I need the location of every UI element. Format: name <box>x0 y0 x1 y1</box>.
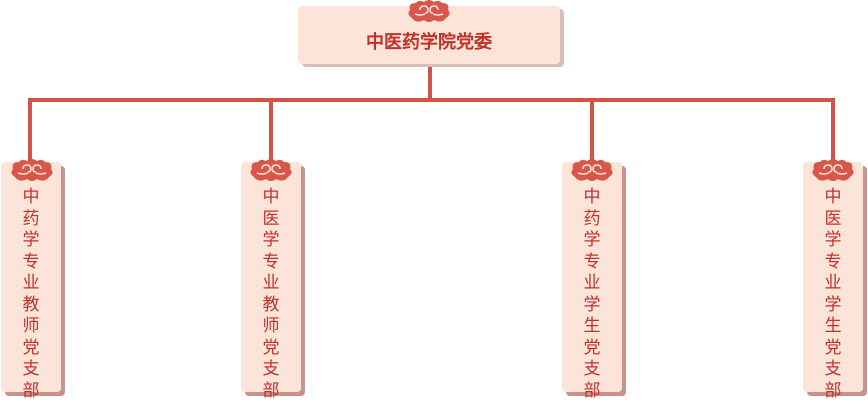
child-node-4: 中医学专业学生党支部 <box>803 159 863 401</box>
child-node-label: 中药学专业教师党支部 <box>22 187 40 401</box>
child-node-3: 中药学专业学生党支部 <box>562 159 622 401</box>
root-node-label: 中医药学院党委 <box>366 32 492 53</box>
child-node-label: 中医学专业学生党支部 <box>824 187 842 401</box>
connector-child-2 <box>269 98 273 164</box>
child-node-2: 中医学专业教师党支部 <box>241 159 301 401</box>
connector-child-3 <box>590 98 594 164</box>
connector-root-down <box>428 64 432 102</box>
cloud-ornament-icon <box>810 159 856 183</box>
connector-child-1 <box>28 98 32 164</box>
cloud-ornament-icon <box>248 159 294 183</box>
root-node: 中医药学院党委 <box>298 6 560 64</box>
child-node-label: 中医学专业教师党支部 <box>262 187 280 401</box>
child-node-1: 中药学专业教师党支部 <box>1 159 61 401</box>
cloud-ornament-icon <box>569 159 615 183</box>
connector-horizontal <box>28 98 835 102</box>
connector-child-4 <box>831 98 835 164</box>
cloud-ornament-icon <box>406 0 452 24</box>
cloud-ornament-icon <box>9 159 55 183</box>
child-node-label: 中药学专业学生党支部 <box>583 187 601 401</box>
